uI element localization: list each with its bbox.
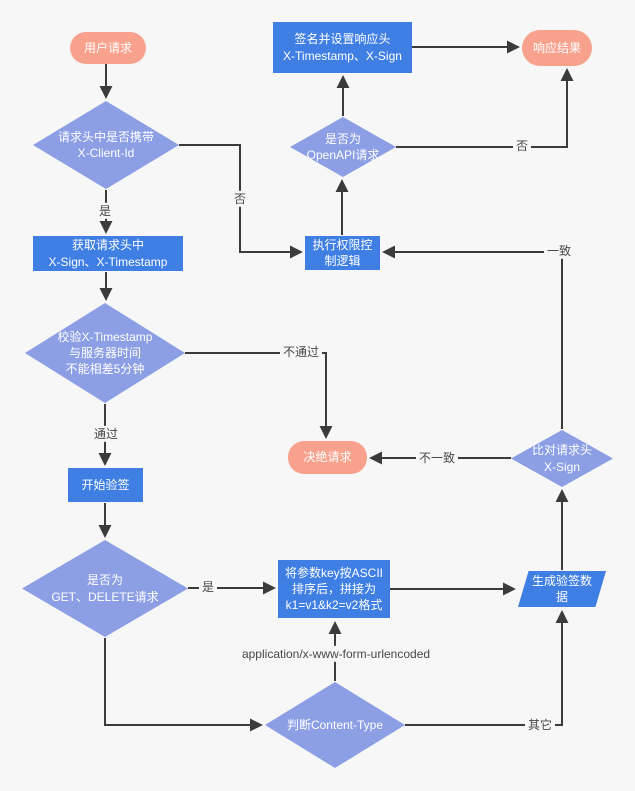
edge-label-other-content-type: 其它 (524, 716, 556, 734)
node-get-headers: 获取请求头中 X-Sign、X-Timestamp (33, 236, 183, 271)
node-start-verify: 开始验签 (68, 468, 143, 502)
node-auth-control: 执行权限控 制逻辑 (305, 236, 380, 270)
node-start-verify-label: 开始验签 (81, 477, 130, 492)
node-sign-response-headers: 签名并设置响应头 X-Timestamp、X-Sign (273, 22, 412, 73)
node-get-headers-label: 获取请求头中 X-Sign、X-Timestamp (48, 238, 168, 269)
node-check-openapi-label: 是否为 OpenAPI请求 (306, 131, 380, 162)
edge-label-form-urlencoded: application/x-www-form-urlencoded (238, 645, 434, 663)
node-check-content-type-label: 判断Content-Type (286, 717, 384, 732)
edge-check-method-to-check-ct (104, 638, 263, 732)
node-check-client-id-label: 请求头中是否携带 X-Client-Id (57, 129, 154, 160)
node-reject-request: 决绝请求 (288, 441, 367, 474)
node-sign-response-headers-label: 签名并设置响应头 X-Timestamp、X-Sign (283, 32, 402, 63)
node-sort-params-label: 将参数key按ASCII 排序后，拼接为 k1=v1&k2=v2格式 (284, 565, 384, 613)
edge-label-yes-method: 是 (198, 578, 218, 596)
edge-label-mismatch: 不一致 (415, 449, 459, 467)
edge-check-ct-other-to-gen (405, 610, 569, 726)
edge-label-fail-timestamp: 不通过 (279, 343, 323, 361)
node-reject-request-label: 决绝请求 (303, 450, 352, 465)
edge-label-no-client-id: 否 (230, 190, 250, 208)
edge-label-match: 一致 (543, 242, 575, 260)
edge-label-pass-timestamp: 通过 (90, 425, 122, 443)
node-user-request: 用户请求 (70, 32, 146, 64)
node-respond-result: 响应结果 (522, 30, 592, 66)
edge-check-openapi-no-to-respond (396, 68, 574, 148)
edge-compare-match-to-auth (382, 245, 563, 429)
node-sort-params: 将参数key按ASCII 排序后，拼接为 k1=v1&k2=v2格式 (278, 560, 390, 618)
node-auth-control-label: 执行权限控 制逻辑 (312, 237, 373, 268)
node-generate-sign-data-label: 生成验签数 据 (531, 573, 592, 604)
node-respond-result-label: 响应结果 (532, 40, 581, 55)
node-compare-sign-label: 比对请求头 X-Sign (531, 443, 592, 474)
edge-label-yes-client-id: 是 (95, 202, 115, 220)
node-check-method-label: 是否为 GET、DELETE请求 (51, 573, 159, 604)
edge-label-no-openapi: 否 (512, 137, 532, 155)
node-user-request-label: 用户请求 (83, 40, 132, 55)
node-check-timestamp-label: 校验X-Timestamp 与服务器时间 不能相差5分钟 (57, 329, 153, 377)
node-generate-sign-data: 生成验签数 据 (518, 571, 606, 607)
edge-check-ts-fail-to-reject (185, 352, 333, 439)
